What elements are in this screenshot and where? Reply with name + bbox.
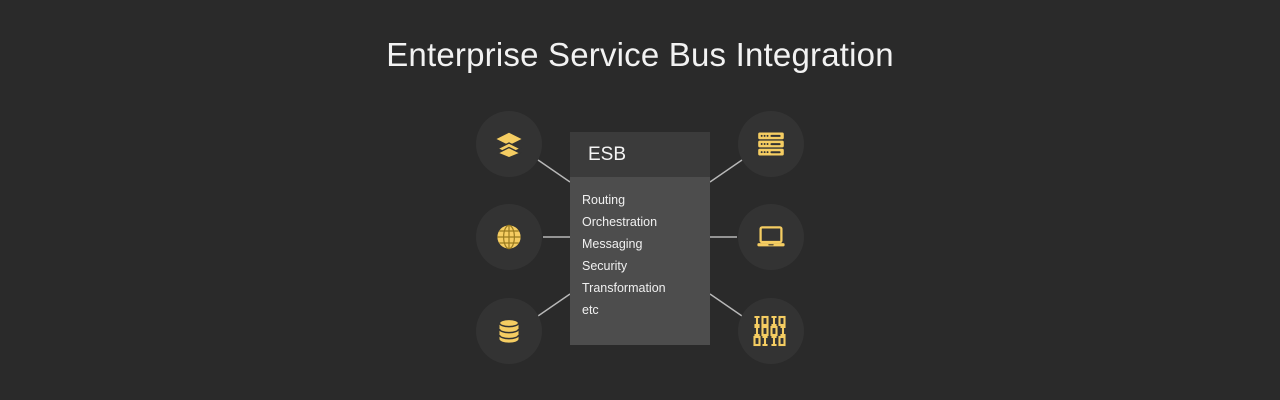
page-title: Enterprise Service Bus Integration (386, 36, 894, 73)
node-server-rack[interactable] (738, 111, 804, 177)
node-binary-code[interactable] (738, 298, 804, 364)
connector-database-to-esb (537, 293, 571, 317)
database-icon (494, 316, 524, 346)
node-layers[interactable] (476, 111, 542, 177)
esb-box[interactable]: ESB Routing Orchestration Messaging Secu… (570, 132, 710, 345)
list-item: Orchestration (582, 215, 658, 229)
connector-esb-to-binary (709, 293, 743, 317)
binary-code-icon (752, 314, 790, 348)
esb-service-list: Routing Orchestration Messaging Security… (570, 177, 710, 321)
esb-title: ESB (588, 143, 627, 165)
list-item: Transformation (582, 281, 666, 295)
layers-icon (494, 129, 524, 159)
list-item: Security (582, 259, 628, 273)
laptop-icon (755, 221, 787, 253)
connector-layers-to-esb (537, 159, 571, 183)
list-item: Routing (582, 193, 626, 207)
node-globe[interactable] (476, 204, 542, 270)
list-item: etc (582, 303, 599, 317)
connector-esb-to-server (709, 159, 743, 183)
esb-header: ESB (570, 132, 710, 177)
globe-icon (494, 222, 524, 252)
node-database[interactable] (476, 298, 542, 364)
list-item: Messaging (582, 237, 643, 251)
server-rack-icon (755, 128, 787, 160)
node-laptop[interactable] (738, 204, 804, 270)
